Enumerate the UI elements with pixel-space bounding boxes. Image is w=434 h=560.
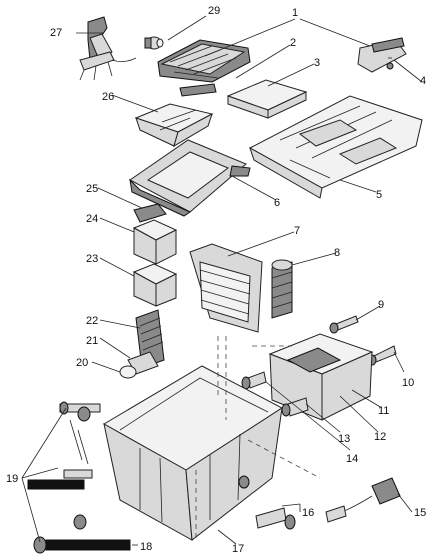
callout-1: 1 (292, 7, 298, 19)
callout-6: 6 (274, 197, 280, 209)
callout-11: 11 (378, 405, 389, 417)
part-11-outlet-chamber (268, 333, 374, 421)
part-5-main-lid (248, 95, 423, 199)
part-13-nozzle (281, 397, 309, 417)
callout-25: 25 (86, 183, 98, 195)
part-3-cover-plate (226, 79, 308, 119)
part-17-main-housing (102, 365, 283, 541)
part-19-fittings (59, 401, 101, 530)
callout-27: 27 (50, 27, 62, 39)
part-9-adapter (329, 315, 359, 334)
callout-20: 20 (76, 357, 88, 369)
callout-19: 19 (6, 473, 18, 485)
callout-4: 4 (420, 75, 426, 87)
part-7-rack (189, 243, 263, 333)
callout-23: 23 (86, 253, 98, 265)
part-4-side-latch (357, 37, 407, 73)
callout-15: 15 (414, 507, 426, 519)
callout-5: 5 (376, 189, 382, 201)
callout-22: 22 (86, 315, 98, 327)
callout-3: 3 (314, 57, 320, 69)
part-15-power-unit (325, 477, 401, 523)
part-25-clip (133, 203, 167, 223)
callout-labels: 27 29 1 2 3 4 26 5 6 25 24 7 8 23 9 22 2… (6, 5, 426, 555)
part-6-frame-tray (129, 139, 251, 217)
callout-16: 16 (302, 507, 314, 519)
callout-10: 10 (402, 377, 414, 389)
callout-7: 7 (294, 225, 300, 237)
callout-12: 12 (374, 431, 386, 443)
callout-8: 8 (334, 247, 340, 259)
part-24-foam-block (132, 219, 178, 265)
part-29-cable-gland (144, 36, 164, 50)
callout-9: 9 (378, 299, 384, 311)
leader-lines (21, 15, 423, 546)
part-18-hose (33, 536, 131, 554)
callout-21: 21 (86, 335, 98, 347)
part-21-cap (119, 351, 159, 379)
part-23-foam-block (132, 263, 178, 307)
callout-18: 18 (140, 541, 152, 553)
callout-13: 13 (338, 433, 350, 445)
callout-26: 26 (102, 91, 114, 103)
part-1-lid-assembly (157, 39, 251, 97)
callout-2: 2 (290, 37, 296, 49)
callout-17: 17 (232, 543, 244, 555)
part-8-cylinder-filter (271, 259, 293, 319)
callout-14: 14 (346, 453, 358, 465)
part-26-basket (134, 103, 214, 148)
callout-24: 24 (86, 213, 98, 225)
part-16-outlet-fittings (238, 475, 296, 530)
assembly-dash-lines (195, 336, 321, 542)
callout-29: 29 (208, 5, 220, 17)
part-27-uvc-unit (79, 16, 137, 81)
part-19-hose-segment (27, 479, 85, 490)
part-14-nozzle (241, 371, 267, 390)
part-22-brush-insert (135, 309, 165, 369)
